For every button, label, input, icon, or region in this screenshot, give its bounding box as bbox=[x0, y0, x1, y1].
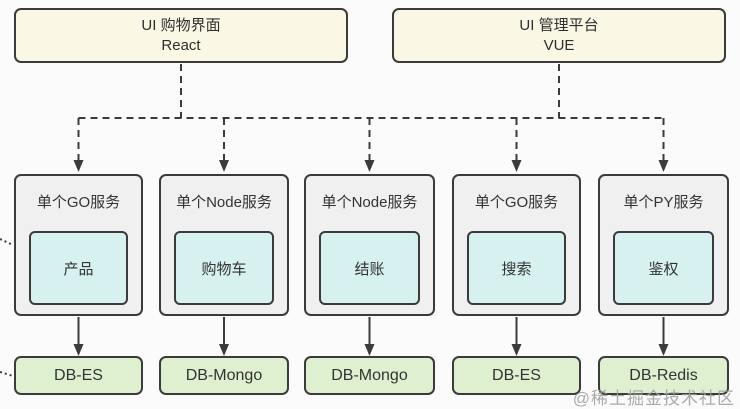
node-service-cart: 单个Node服务 购物车 bbox=[159, 174, 289, 316]
node-subtitle: React bbox=[161, 36, 201, 54]
module-box: 产品 bbox=[29, 231, 128, 305]
db-label: DB-Mongo bbox=[331, 366, 408, 384]
module-box: 结账 bbox=[319, 231, 420, 305]
node-title: UI 购物界面 bbox=[141, 16, 221, 34]
dotted-stub-service bbox=[0, 238, 14, 246]
db-label: DB-ES bbox=[492, 366, 541, 384]
service-label: 单个GO服务 bbox=[474, 194, 559, 211]
db-label: DB-ES bbox=[54, 366, 103, 384]
service-label: 单个PY服务 bbox=[623, 194, 704, 211]
node-db-3: DB-Mongo bbox=[304, 356, 435, 395]
node-subtitle: VUE bbox=[543, 36, 575, 54]
node-service-auth: 单个PY服务 鉴权 bbox=[598, 174, 729, 316]
node-service-search: 单个GO服务 搜索 bbox=[452, 174, 581, 316]
service-label: 单个Node服务 bbox=[321, 194, 418, 211]
module-label: 搜索 bbox=[501, 260, 532, 278]
dotted-stub-db bbox=[0, 371, 14, 377]
module-box: 搜索 bbox=[467, 231, 566, 305]
node-db-5: DB-Redis bbox=[598, 356, 729, 395]
node-db-1: DB-ES bbox=[14, 356, 143, 395]
service-label: 单个GO服务 bbox=[36, 194, 121, 211]
module-label: 鉴权 bbox=[648, 260, 679, 278]
node-ui-admin: UI 管理平台 VUE bbox=[392, 8, 726, 63]
db-label: DB-Redis bbox=[629, 366, 698, 384]
node-service-checkout: 单个Node服务 结账 bbox=[304, 174, 435, 316]
arrowheads bbox=[73, 160, 669, 356]
db-label: DB-Mongo bbox=[185, 366, 263, 384]
module-label: 购物车 bbox=[201, 260, 247, 278]
node-service-product: 单个GO服务 产品 bbox=[14, 174, 143, 316]
module-label: 产品 bbox=[63, 260, 94, 278]
module-box: 鉴权 bbox=[613, 231, 714, 305]
service-label: 单个Node服务 bbox=[176, 194, 272, 211]
node-title: UI 管理平台 bbox=[519, 16, 599, 34]
module-label: 结账 bbox=[354, 260, 385, 278]
node-db-4: DB-ES bbox=[452, 356, 581, 395]
node-db-2: DB-Mongo bbox=[159, 356, 289, 395]
node-ui-shop: UI 购物界面 React bbox=[14, 8, 348, 63]
module-box: 购物车 bbox=[174, 231, 274, 305]
